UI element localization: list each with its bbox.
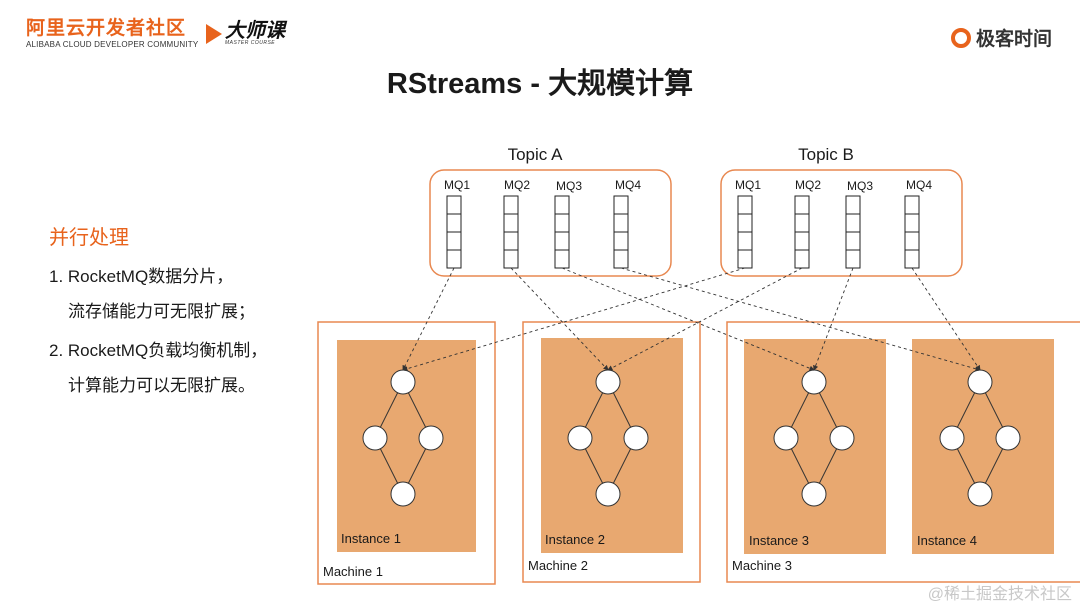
topic-a-mq-label: MQ4	[615, 178, 641, 192]
machine-2-label: Machine 2	[528, 558, 588, 573]
dag-node	[801, 481, 827, 507]
queue-cell	[503, 231, 519, 251]
topic-b-box	[720, 169, 963, 277]
queue-cell	[845, 249, 861, 269]
dashed-arrow	[813, 267, 854, 371]
queue-cell	[446, 249, 462, 269]
machine-3-label: Machine 3	[732, 558, 792, 573]
queue-cell	[845, 195, 861, 215]
queue-cell	[554, 249, 570, 269]
machine-1-box	[317, 321, 496, 585]
master-title: 大师课	[225, 20, 285, 42]
dag-node	[595, 369, 621, 395]
queue-cell	[845, 231, 861, 251]
machine-3-box	[726, 321, 1080, 583]
dag-node	[967, 481, 993, 507]
queue-cell	[904, 231, 920, 251]
parallel-heading: 并行处理	[49, 227, 129, 249]
topic-a-mq-label: MQ2	[504, 178, 530, 192]
queue-cell	[554, 213, 570, 233]
dag-node	[939, 425, 965, 451]
queue-cell	[845, 213, 861, 233]
queue-cell	[613, 249, 629, 269]
geek-time-logo: 极客时间	[950, 24, 1052, 51]
queue-cell	[737, 249, 753, 269]
dag-graphs	[362, 369, 1021, 507]
geek-logo-text: 极客时间	[975, 29, 1052, 50]
queue-stacks	[446, 195, 920, 269]
dag-node	[567, 425, 593, 451]
queue-cell	[446, 231, 462, 251]
dag-node	[801, 369, 827, 395]
master-course-logo: 大师课 MASTER COURSE	[206, 20, 285, 46]
list-line-1: 1. RocketMQ数据分片，	[49, 267, 234, 286]
instance-3-label: Instance 3	[749, 533, 809, 548]
instance-1-label: Instance 1	[341, 531, 401, 546]
slide-title: RStreams - 大规模计算	[386, 68, 694, 100]
queue-cell	[613, 231, 629, 251]
dag-node	[623, 425, 649, 451]
dag-node	[773, 425, 799, 451]
queue-cell	[446, 213, 462, 233]
topic-a-mq-label: MQ3	[556, 179, 582, 193]
queue-cell	[794, 195, 810, 215]
topic-b-mq-label: MQ2	[795, 178, 821, 192]
instance-2-label: Instance 2	[545, 532, 605, 547]
queue-cell	[794, 249, 810, 269]
topic-a-mq-label: MQ1	[444, 178, 470, 192]
topic-b-mq-label: MQ4	[906, 178, 932, 192]
queue-cell	[446, 195, 462, 215]
queue-cell	[904, 195, 920, 215]
queue-cell	[613, 213, 629, 233]
geek-q-icon	[950, 27, 971, 48]
list-line-4: 计算能力可以无限扩展。	[68, 376, 255, 395]
brand-en: ALIBABA CLOUD DEVELOPER COMMUNITY	[26, 40, 199, 49]
dag-node	[390, 481, 416, 507]
dag-node	[967, 369, 993, 395]
machine-2-box	[522, 321, 701, 583]
topic-a-title: Topic A	[508, 145, 563, 164]
topic-b-mq-label: MQ3	[847, 179, 873, 193]
topic-a-box	[429, 169, 672, 277]
dag-node	[829, 425, 855, 451]
dashed-arrow	[402, 267, 455, 371]
queue-cell	[794, 213, 810, 233]
queue-cell	[503, 195, 519, 215]
dag-node	[595, 481, 621, 507]
dag-node	[390, 369, 416, 395]
dashed-arrow	[607, 267, 803, 371]
dag-node	[362, 425, 388, 451]
dashed-arrow	[620, 267, 981, 372]
dag-node	[995, 425, 1021, 451]
queue-cell	[737, 213, 753, 233]
queue-cell	[737, 231, 753, 251]
master-sub: MASTER COURSE	[225, 40, 276, 46]
queue-cell	[904, 249, 920, 269]
dag-node	[418, 425, 444, 451]
watermark: @稀土掘金技术社区	[927, 586, 1072, 603]
list-line-3: 2. RocketMQ负载均衡机制，	[49, 341, 268, 360]
alibaba-cloud-logo: 阿里云开发者社区 ALIBABA CLOUD DEVELOPER COMMUNI…	[26, 18, 198, 50]
queue-cell	[737, 195, 753, 215]
list-line-2: 流存储能力可无限扩展；	[68, 302, 255, 321]
topic-b-title: Topic B	[798, 145, 854, 164]
dashed-arrow	[911, 267, 981, 371]
queue-cell	[503, 213, 519, 233]
dashed-arrows	[402, 267, 981, 372]
play-triangle-icon	[206, 24, 222, 44]
queue-cell	[794, 231, 810, 251]
instance-4-label: Instance 4	[917, 533, 977, 548]
topic-b-mq-label: MQ1	[735, 178, 761, 192]
queue-cell	[554, 195, 570, 215]
queue-cell	[554, 231, 570, 251]
queue-cell	[904, 213, 920, 233]
queue-cell	[503, 249, 519, 269]
machine-1-label: Machine 1	[323, 564, 383, 579]
brand-cn: 阿里云开发者社区	[26, 18, 187, 39]
queue-cell	[613, 195, 629, 215]
